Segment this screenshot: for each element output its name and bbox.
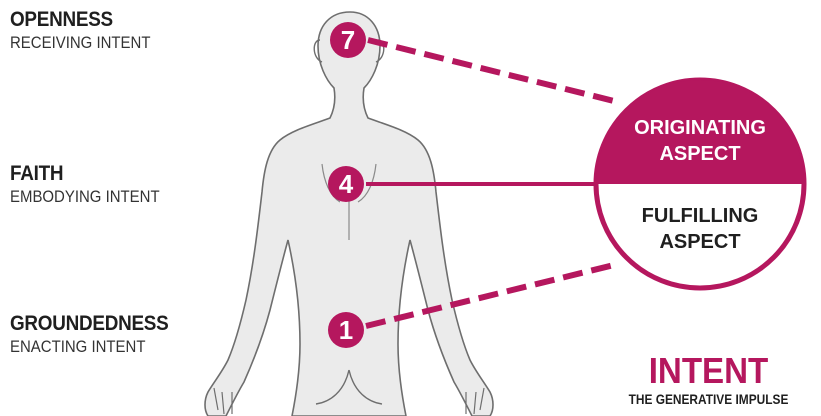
chakra-marker-4: 4 — [328, 166, 364, 202]
aspect-circle: ORIGINATING ASPECT FULFILLING ASPECT — [596, 80, 804, 288]
chakra-number: 7 — [341, 25, 355, 55]
connector-openness — [368, 40, 618, 102]
chakra-marker-1: 1 — [328, 312, 364, 348]
intent-title: INTENT — [605, 352, 812, 390]
fulfilling-label-line1: FULFILLING — [642, 205, 759, 227]
chakra-number: 1 — [339, 315, 353, 345]
originating-label-line2: ASPECT — [659, 143, 740, 165]
originating-label-line1: ORIGINATING — [634, 117, 766, 139]
intent-block: INTENT THE GENERATIVE IMPULSE — [596, 352, 821, 408]
chakra-marker-7: 7 — [330, 22, 366, 58]
fulfilling-label-line2: ASPECT — [659, 231, 740, 253]
human-body-figure — [205, 12, 493, 416]
connectors — [366, 40, 618, 326]
chakra-number: 4 — [339, 169, 354, 199]
intent-subtitle: THE GENERATIVE IMPULSE — [613, 390, 804, 408]
